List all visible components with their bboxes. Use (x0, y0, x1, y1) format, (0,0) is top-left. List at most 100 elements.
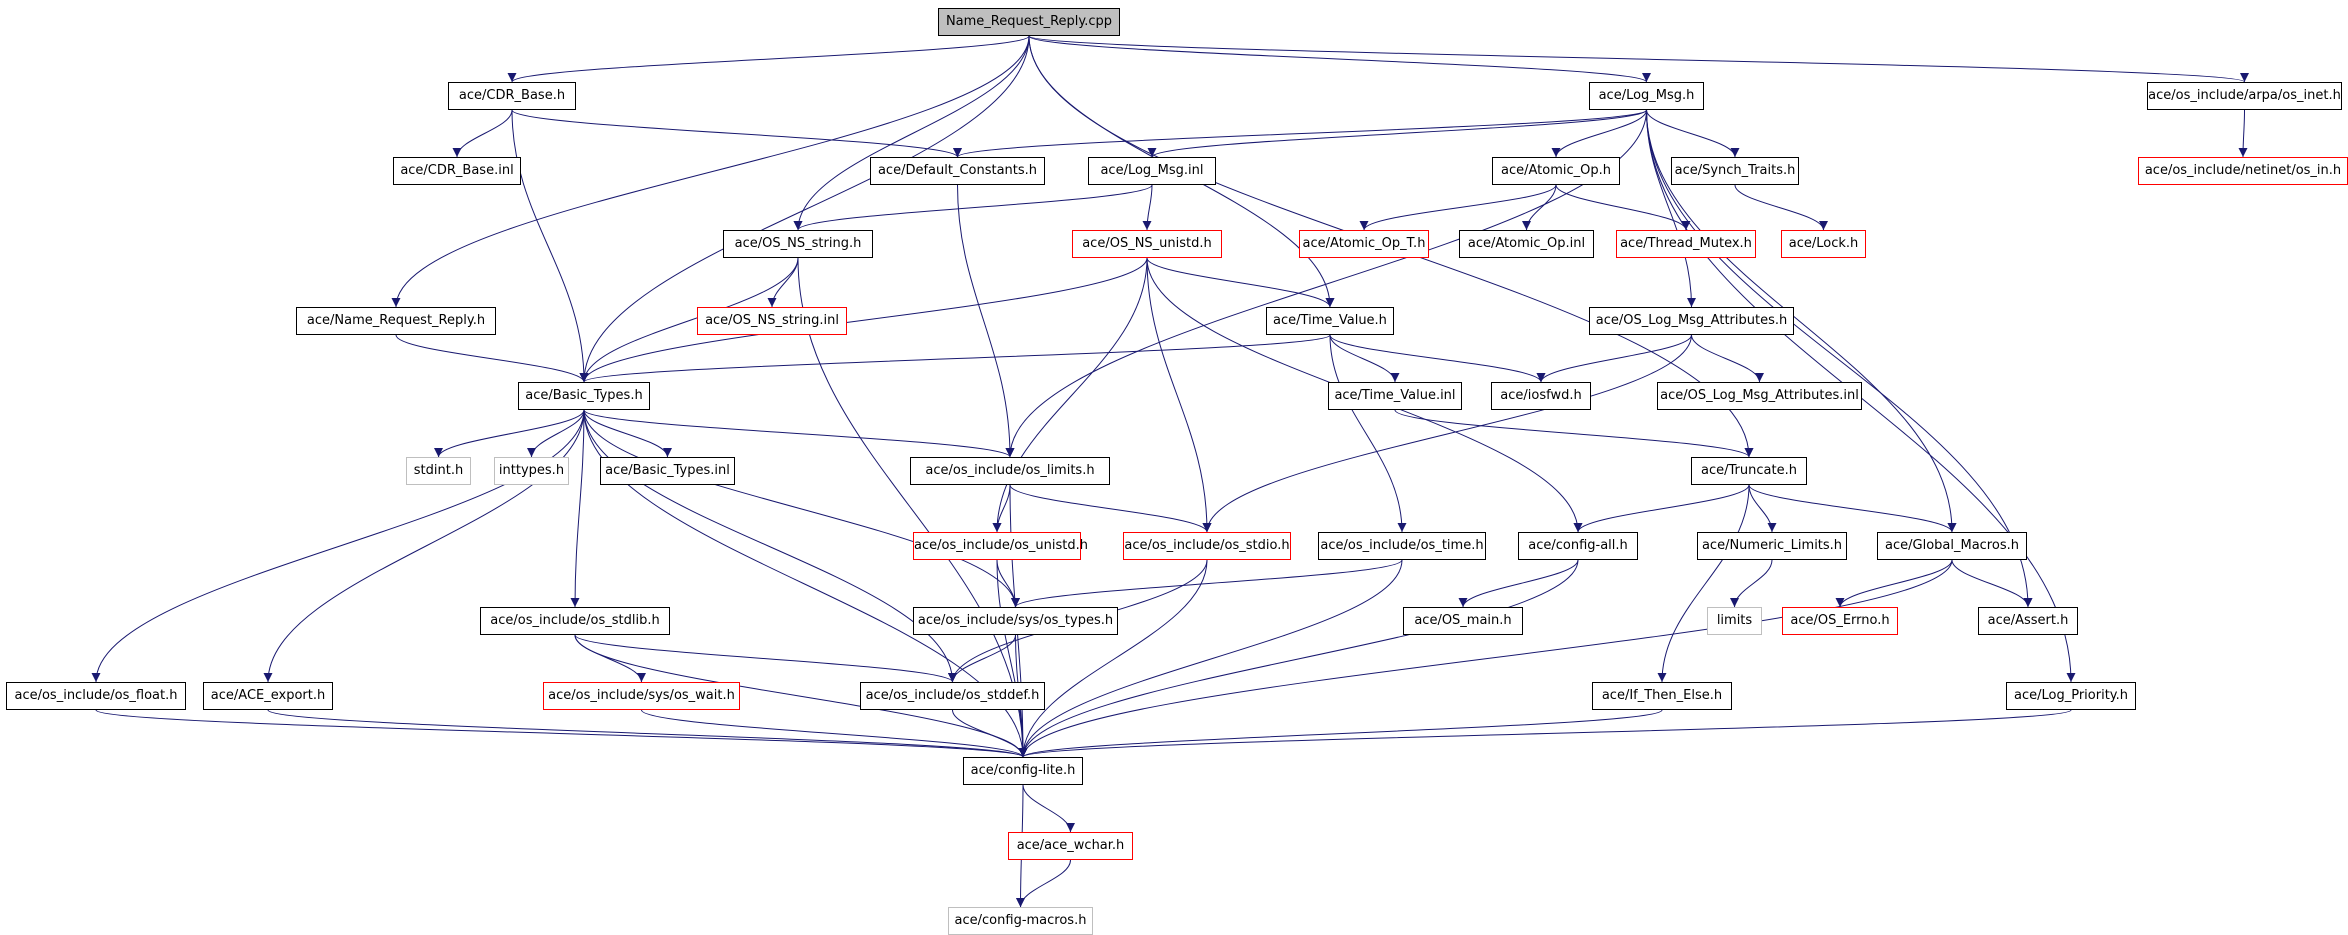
node-config-all[interactable]: ace/config-all.h (1518, 532, 1638, 560)
node-basic-types-h[interactable]: ace/Basic_Types.h (518, 382, 650, 410)
edge-sys-os-wait-to-config-lite (641, 709, 1028, 758)
node-arpa-inet-h[interactable]: ace/os_include/arpa/os_inet.h (2147, 82, 2342, 110)
node-limits[interactable]: limits (1707, 607, 1762, 635)
node-os-ns-unistd-h[interactable]: ace/OS_NS_unistd.h (1072, 230, 1222, 258)
node-os-main[interactable]: ace/OS_main.h (1403, 607, 1523, 635)
node-iosfwd[interactable]: ace/iosfwd.h (1491, 382, 1591, 410)
node-inttypes[interactable]: inttypes.h (494, 457, 569, 485)
edge-basic-types-h-to-basic-types-inl (583, 409, 672, 458)
node-os-ns-string-h[interactable]: ace/OS_NS_string.h (723, 230, 873, 258)
node-name-request-reply-h[interactable]: ace/Name_Request_Reply.h (296, 307, 496, 335)
node-sys-os-types[interactable]: ace/os_include/sys/os_types.h (913, 607, 1118, 635)
node-lock-h[interactable]: ace/Lock.h (1781, 230, 1866, 258)
node-cdr-base-inl[interactable]: ace/CDR_Base.inl (393, 157, 521, 185)
node-os-log-msg-attr-inl[interactable]: ace/OS_Log_Msg_Attributes.inl (1657, 382, 1862, 410)
node-cdr-base-h[interactable]: ace/CDR_Base.h (448, 82, 576, 110)
edge-cdr-base-h-to-cdr-base-inl (452, 109, 513, 158)
node-log-msg-inl[interactable]: ace/Log_Msg.inl (1088, 157, 1216, 185)
edge-os-ns-unistd-h-to-time-value-h (1146, 257, 1335, 308)
edge-ace-wchar-to-config-macros (1016, 859, 1071, 908)
node-numeric-limits[interactable]: ace/Numeric_Limits.h (1697, 532, 1847, 560)
edge-log-msg-inl-to-os-ns-unistd-h (1142, 184, 1153, 231)
edge-truncate-to-global-macros (1748, 484, 1957, 533)
node-root[interactable]: Name_Request_Reply.cpp (938, 8, 1120, 36)
node-os-stdlib[interactable]: ace/os_include/os_stdlib.h (480, 607, 670, 635)
node-os-log-msg-attr-h[interactable]: ace/OS_Log_Msg_Attributes.h (1589, 307, 1794, 335)
edge-arpa-inet-h-to-netinet-in (2238, 109, 2248, 158)
node-truncate[interactable]: ace/Truncate.h (1691, 457, 1807, 485)
edge-basic-types-h-to-os-limits (583, 409, 1015, 458)
node-os-limits[interactable]: ace/os_include/os_limits.h (910, 457, 1110, 485)
node-atomic-op-inl[interactable]: ace/Atomic_Op.inl (1459, 230, 1594, 258)
node-assert-h[interactable]: ace/Assert.h (1978, 607, 2078, 635)
node-global-macros[interactable]: ace/Global_Macros.h (1877, 532, 2027, 560)
edge-basic-types-h-to-inttypes (527, 409, 585, 458)
edge-os-log-msg-attr-h-to-os-stdio (1202, 334, 1692, 533)
edge-root-to-cdr-base-h (507, 35, 1030, 83)
edge-os-ns-unistd-h-to-os-unistd (992, 257, 1148, 533)
node-ace-wchar[interactable]: ace/ace_wchar.h (1008, 832, 1133, 860)
node-os-time[interactable]: ace/os_include/os_time.h (1318, 532, 1486, 560)
edge-os-ns-string-h-to-os-ns-string-inl (767, 257, 799, 308)
node-netinet-in[interactable]: ace/os_include/netinet/os_in.h (2138, 157, 2348, 185)
edge-basic-types-h-to-stdint (434, 409, 585, 458)
edge-atomic-op-h-to-thread-mutex (1555, 184, 1691, 231)
edge-root-to-os-ns-string-h (793, 35, 1030, 231)
node-basic-types-inl[interactable]: ace/Basic_Types.inl (600, 457, 735, 485)
edge-log-priority-to-config-lite (1019, 709, 2072, 758)
edge-truncate-to-if-then-else (1657, 484, 1750, 683)
edge-os-stdlib-to-os-stddef (574, 634, 957, 683)
edge-cdr-base-h-to-default-constants (511, 109, 962, 158)
node-time-value-inl[interactable]: ace/Time_Value.inl (1328, 382, 1462, 410)
edge-basic-types-h-to-ace-export (263, 409, 585, 683)
edge-os-stdio-to-config-lite (1018, 559, 1208, 758)
edge-root-to-log-msg-h (1028, 35, 1651, 83)
edge-log-msg-h-to-atomic-op-h (1551, 109, 1647, 158)
edge-os-log-msg-attr-h-to-os-log-msg-attr-inl (1691, 334, 1764, 383)
node-os-float[interactable]: ace/os_include/os_float.h (6, 682, 186, 710)
node-os-unistd[interactable]: ace/os_include/os_unistd.h (913, 532, 1088, 560)
edge-global-macros-to-os-errno (1835, 559, 1953, 608)
edge-config-all-to-config-lite (1018, 559, 1579, 758)
edge-cdr-base-h-to-basic-types-h (511, 109, 589, 383)
edge-sys-os-types-to-os-stddef (948, 634, 1016, 683)
node-os-ns-string-inl[interactable]: ace/OS_NS_string.inl (697, 307, 847, 335)
node-sys-os-wait[interactable]: ace/os_include/sys/os_wait.h (543, 682, 740, 710)
edge-global-macros-to-config-lite (1018, 559, 1953, 758)
node-if-then-else[interactable]: ace/If_Then_Else.h (1592, 682, 1732, 710)
edge-log-msg-inl-to-os-ns-string-h (793, 184, 1153, 231)
edge-os-float-to-config-lite (95, 709, 1028, 758)
edge-truncate-to-config-all (1573, 484, 1750, 533)
node-thread-mutex[interactable]: ace/Thread_Mutex.h (1616, 230, 1756, 258)
node-atomic-op-h[interactable]: ace/Atomic_Op.h (1492, 157, 1620, 185)
node-log-msg-h[interactable]: ace/Log_Msg.h (1589, 82, 1704, 110)
edge-config-lite-to-ace-wchar (1022, 784, 1075, 833)
edge-default-constants-to-os-limits (957, 184, 1015, 458)
node-config-macros[interactable]: ace/config-macros.h (948, 907, 1093, 935)
node-log-priority[interactable]: ace/Log_Priority.h (2006, 682, 2136, 710)
edge-root-to-name-request-reply-h (391, 35, 1030, 308)
edge-numeric-limits-to-limits (1730, 559, 1773, 608)
edge-basic-types-h-to-os-float (91, 409, 585, 683)
node-stdint[interactable]: stdint.h (406, 457, 471, 485)
node-ace-export[interactable]: ace/ACE_export.h (203, 682, 333, 710)
edge-time-value-inl-to-truncate (1394, 409, 1754, 458)
edge-truncate-to-numeric-limits (1748, 484, 1777, 533)
edge-log-msg-h-to-os-log-msg-attr-h (1646, 109, 1696, 308)
edge-synch-traits-to-lock-h (1734, 184, 1828, 231)
edge-os-limits-to-os-stdio (1009, 484, 1212, 533)
edge-os-time-to-config-lite (1018, 559, 1403, 758)
node-default-constants[interactable]: ace/Default_Constants.h (870, 157, 1045, 185)
node-os-errno[interactable]: ace/OS_Errno.h (1782, 607, 1898, 635)
edge-os-log-msg-attr-h-to-iosfwd (1536, 334, 1692, 383)
node-config-lite[interactable]: ace/config-lite.h (963, 757, 1083, 785)
node-atomic-op-t[interactable]: ace/Atomic_Op_T.h (1299, 230, 1429, 258)
node-os-stdio[interactable]: ace/os_include/os_stdio.h (1123, 532, 1291, 560)
node-os-stddef[interactable]: ace/os_include/os_stddef.h (860, 682, 1045, 710)
node-synch-traits[interactable]: ace/Synch_Traits.h (1671, 157, 1799, 185)
node-time-value-h[interactable]: ace/Time_Value.h (1266, 307, 1394, 335)
edge-os-ns-string-h-to-basic-types-h (579, 257, 799, 383)
edge-log-msg-h-to-global-macros (1646, 109, 1957, 533)
edge-root-to-arpa-inet-h (1028, 35, 2249, 83)
